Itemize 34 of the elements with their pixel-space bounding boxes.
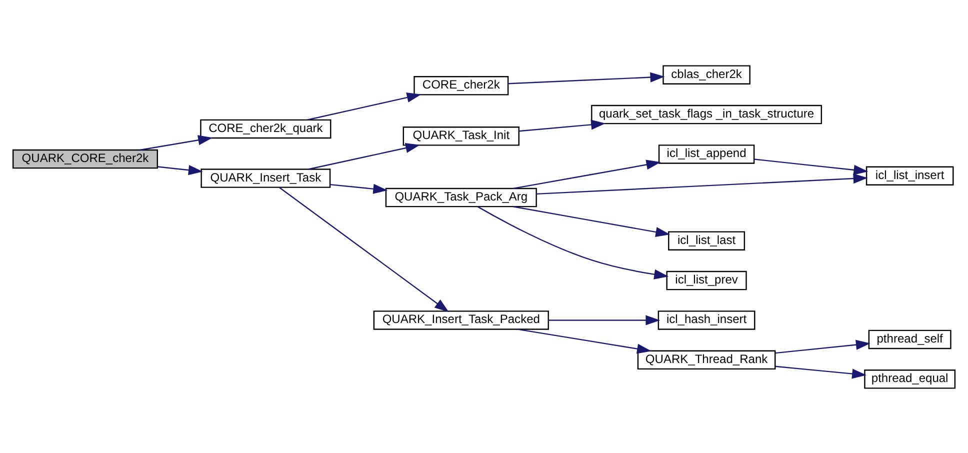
arrow <box>508 72 665 84</box>
node-box: icl_list_insert <box>866 166 954 185</box>
arrow <box>308 142 420 170</box>
node-box: CORE_cher2k_quark <box>200 118 332 138</box>
arrow <box>279 186 449 312</box>
arrow <box>548 314 660 325</box>
node-box: pthread_self <box>868 329 952 349</box>
node-box: icl_list_prev <box>666 270 747 290</box>
arrow <box>513 159 661 189</box>
arrow <box>477 206 669 279</box>
node-box: QUARK_Task_Pack_Arg <box>385 187 537 207</box>
node-box: QUARK_Insert_Task_Packed <box>373 310 549 330</box>
node-box: CORE_cher2k <box>414 76 509 95</box>
node-box: icl_hash_insert <box>658 310 756 330</box>
arrow <box>518 328 652 354</box>
node-box: QUARK_CORE_cher2k <box>12 148 158 168</box>
node-box: icl_list_append <box>658 144 755 164</box>
arrow <box>330 183 388 194</box>
arrow <box>775 365 867 378</box>
node-box: quark_set_task_flags _in_task_structure <box>591 104 822 124</box>
arrow <box>536 173 868 194</box>
arrow <box>140 134 213 150</box>
arrow <box>518 119 606 132</box>
node-box: QUARK_Thread_Rank <box>637 350 776 370</box>
node-box: QUARK_Task_Init <box>402 126 520 146</box>
node-box: pthread_equal <box>864 369 956 388</box>
arrow <box>307 92 422 120</box>
node-box: QUARK_Insert_Task <box>200 168 331 188</box>
arrow <box>513 206 670 236</box>
arrow <box>775 339 870 354</box>
arrow <box>754 158 868 174</box>
arrow <box>158 164 203 175</box>
node-box: icl_list_last <box>668 230 746 250</box>
node-box: cblas_cher2k <box>662 64 750 84</box>
